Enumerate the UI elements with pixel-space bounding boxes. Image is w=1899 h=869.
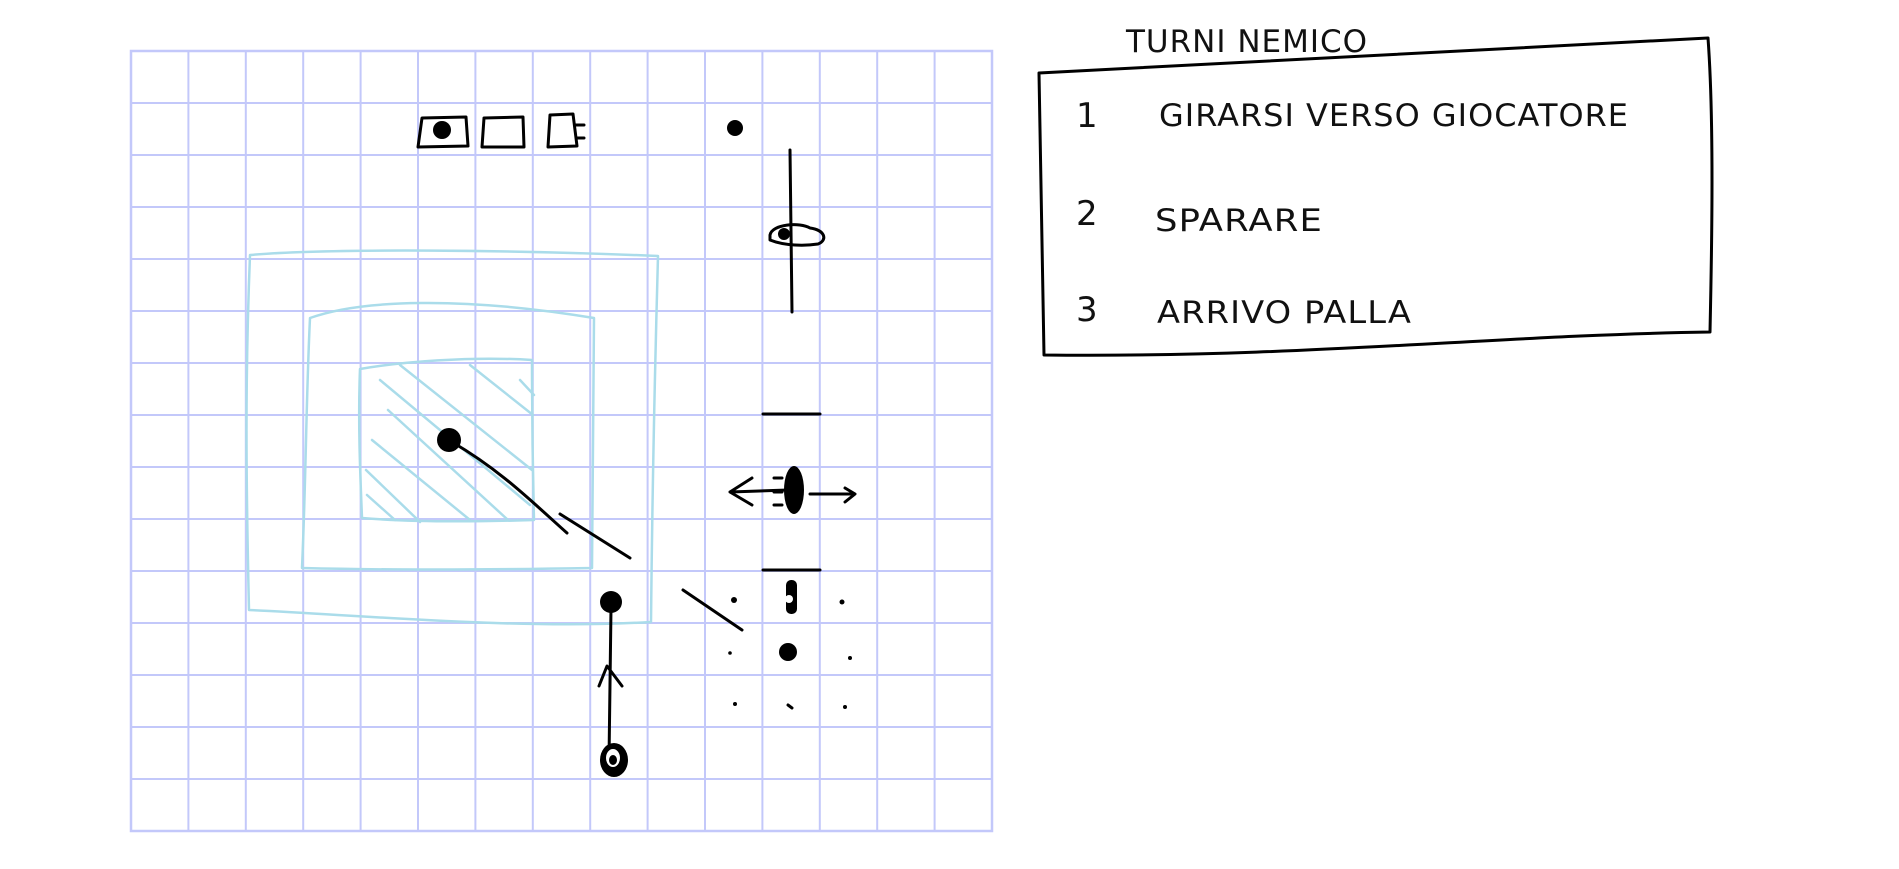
notes-item-3-text: ARRIVO PALLA (1157, 295, 1412, 331)
notes-box-border (1037, 36, 1714, 357)
projectile-dot (727, 120, 743, 136)
dodge-diagram (728, 412, 857, 572)
outer-zone (245, 249, 660, 626)
dodging-unit (784, 466, 804, 514)
move-arrow (597, 606, 624, 762)
dodge-right-arrow (808, 486, 857, 504)
notes-item-1-text: GIRARSI VERSO GIOCATORE (1159, 98, 1629, 134)
notes-item-2-text: SPARARE (1155, 203, 1323, 239)
status-box-icon-2 (480, 115, 526, 149)
aim-line (450, 440, 744, 632)
middle-zone (300, 301, 596, 571)
dodge-left-arrow (728, 476, 790, 507)
inner-zone (357, 357, 536, 523)
notes-item-1-number: 1 (1076, 96, 1099, 136)
grid-border (129, 49, 994, 833)
enemy-dot (437, 428, 461, 452)
grid-paper (129, 49, 994, 833)
notes-item-2-number: 2 (1076, 194, 1099, 234)
notes-item-3-number: 3 (1076, 290, 1099, 330)
status-box-icon-3 (546, 112, 586, 149)
hud-icons (416, 112, 586, 149)
vertical-track (788, 148, 794, 314)
player-destination-dot (600, 591, 622, 613)
notes-title: TURNI NEMICO (1125, 24, 1368, 60)
status-box-icon-1 (416, 115, 470, 149)
spread-pattern (728, 580, 852, 710)
notes-panel: TURNI NEMICO 1 GIRARSI VERSO GIOCATORE 2… (1037, 24, 1714, 357)
projectile-diagram (727, 120, 826, 314)
player-unit (597, 591, 628, 777)
crossing-unit-icon (768, 223, 826, 247)
enemy-unit (437, 428, 744, 632)
spread-center (779, 643, 797, 661)
danger-zones (245, 249, 660, 626)
